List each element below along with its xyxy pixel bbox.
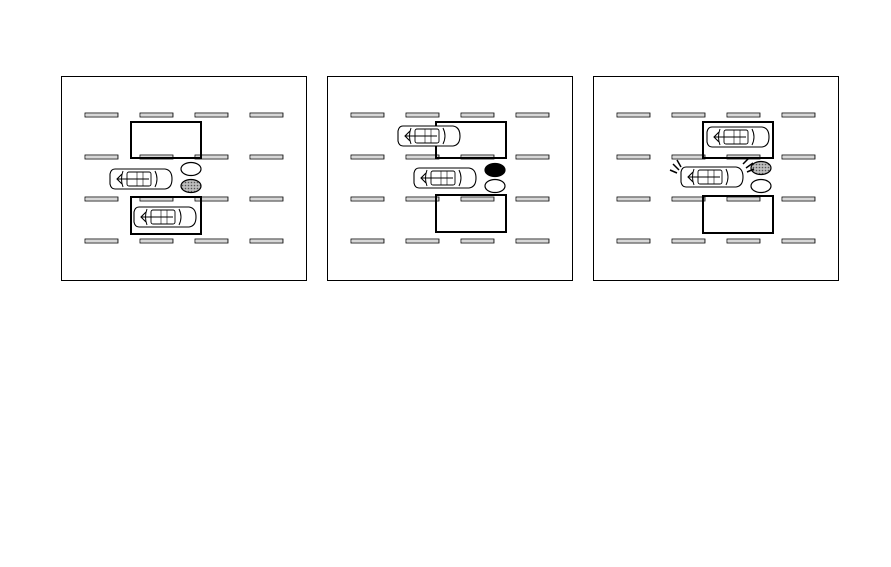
lane-dash	[194, 238, 229, 244]
lane-dash	[350, 238, 385, 244]
panel-frame	[327, 76, 573, 281]
lane-markings	[616, 112, 816, 244]
lane-dash	[726, 238, 761, 244]
detection-zone-lower	[702, 195, 774, 234]
lane-dash	[249, 238, 284, 244]
lane-dash	[249, 112, 284, 118]
diagram-panel-1	[61, 76, 307, 281]
warning-burst-right	[742, 157, 755, 173]
lane-dash	[671, 154, 706, 160]
subject-vehicle	[680, 166, 744, 188]
diagram-panel-2	[327, 76, 573, 281]
lane-dash	[616, 196, 651, 202]
lane-dash	[249, 196, 284, 202]
lane-dash	[84, 112, 119, 118]
lane-dash	[84, 154, 119, 160]
lane-dash	[194, 196, 229, 202]
direction-arrow-head	[116, 173, 123, 185]
lane-dash	[616, 112, 651, 118]
adjacent-vehicle	[397, 125, 461, 147]
lane-dash	[781, 238, 816, 244]
indicator-lower	[484, 178, 506, 194]
lane-dash	[139, 238, 174, 244]
rear-window	[458, 169, 462, 187]
rear-window	[725, 168, 729, 186]
lane-dash	[460, 112, 495, 118]
lane-dash	[515, 112, 550, 118]
rear-window	[442, 127, 446, 145]
lane-dash	[671, 238, 706, 244]
indicator-lower	[180, 178, 202, 194]
lane-dash	[249, 154, 284, 160]
lane-dash	[460, 196, 495, 202]
subject-vehicle	[109, 168, 173, 190]
lane-dash	[616, 238, 651, 244]
panel-frame	[593, 76, 839, 281]
lane-dash	[84, 196, 119, 202]
diagram-panel-3	[593, 76, 839, 281]
adjacent-vehicle	[133, 206, 197, 228]
lane-dash	[515, 154, 550, 160]
lane-dash	[781, 196, 816, 202]
lane-markings	[84, 112, 284, 244]
panel-1-illustration	[61, 76, 307, 281]
lane-dash	[405, 154, 440, 160]
detection-zone-lower	[130, 196, 202, 235]
indicator-upper	[750, 160, 772, 176]
detection-zone-upper	[130, 121, 202, 159]
adjacent-vehicle	[706, 126, 770, 148]
lane-dash	[405, 112, 440, 118]
direction-arrow-head	[420, 172, 427, 184]
lane-dash	[194, 112, 229, 118]
lane-dash	[515, 196, 550, 202]
lane-dash	[515, 238, 550, 244]
panel-frame	[61, 76, 307, 281]
lane-dash	[671, 112, 706, 118]
detection-zone-lower	[435, 194, 507, 233]
direction-arrow-head	[140, 211, 147, 223]
lane-dash	[460, 238, 495, 244]
lane-dash	[671, 196, 706, 202]
direction-arrow-head	[687, 171, 694, 183]
rear-window	[178, 208, 182, 226]
warning-burst-left	[669, 159, 682, 174]
indicator-upper	[180, 161, 202, 177]
rear-window	[751, 128, 755, 146]
panel-3-illustration	[593, 76, 839, 281]
lane-dash	[781, 154, 816, 160]
lane-dash	[84, 238, 119, 244]
lane-dash	[350, 196, 385, 202]
indicator-lower	[750, 178, 772, 194]
indicator-upper	[484, 162, 506, 178]
rear-window	[154, 170, 158, 188]
lane-dash	[405, 238, 440, 244]
panel-2-illustration	[327, 76, 573, 281]
detection-zone-upper	[702, 121, 774, 159]
lane-dash	[139, 112, 174, 118]
lane-dash	[350, 112, 385, 118]
lane-dash	[350, 154, 385, 160]
direction-arrow-head	[713, 131, 720, 143]
lane-dash	[405, 196, 440, 202]
lane-dash	[726, 196, 761, 202]
subject-vehicle	[413, 167, 477, 189]
lane-dash	[781, 112, 816, 118]
lane-dash	[616, 154, 651, 160]
direction-arrow-head	[404, 130, 411, 142]
lane-dash	[726, 112, 761, 118]
